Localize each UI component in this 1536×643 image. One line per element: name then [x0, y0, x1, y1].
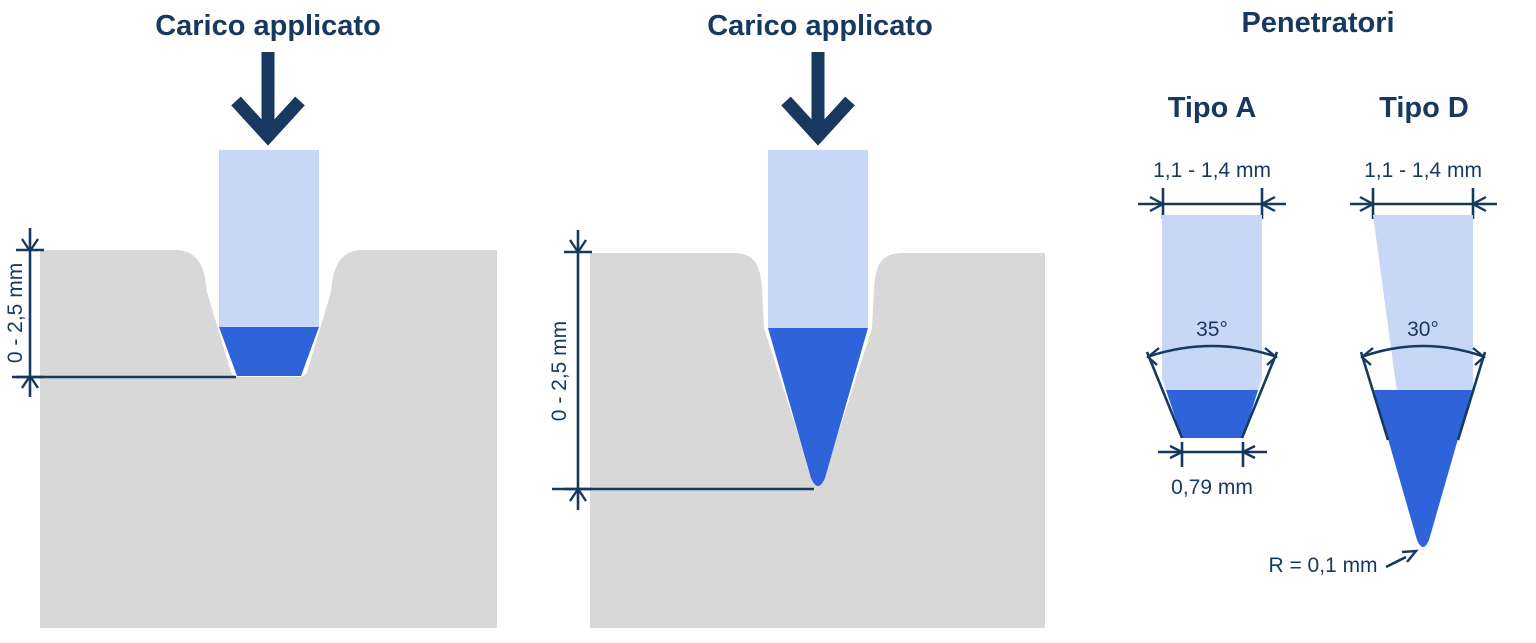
angle-extension-left	[1359, 351, 1390, 441]
tipo-d-tip	[1374, 390, 1472, 547]
left-indenter-shaft	[219, 150, 319, 327]
tipo-a-figure: Tipo A 1,1 - 1,4 mm 35°	[1138, 92, 1286, 499]
left-title: Carico applicato	[155, 10, 381, 42]
middle-diagram: Carico applicato 0 - 2,5 mm	[548, 10, 1045, 628]
left-diagram: Carico applicato 0 - 2,5 mm	[4, 10, 497, 628]
load-arrow-head	[231, 96, 305, 146]
middle-indenter-shaft	[768, 150, 868, 328]
arrowhead-right-icon	[1359, 195, 1376, 213]
tipo-a-tip-width-label: 0,79 mm	[1171, 476, 1253, 499]
angle-extension-right	[1240, 351, 1279, 439]
tipo-a-tip	[1166, 390, 1258, 438]
tipo-d-angle-dimension: 30°	[1359, 318, 1487, 441]
arrowhead-up-right-icon	[1401, 549, 1419, 563]
arrowhead-left-icon	[1470, 195, 1487, 213]
tipo-d-figure: Tipo D 1,1 - 1,4 mm 30°	[1268, 92, 1497, 577]
arrowhead-down-icon	[569, 239, 587, 255]
arrowhead-left-icon	[1360, 347, 1374, 366]
tipo-d-radius-callout: R = 0,1 mm	[1268, 549, 1419, 577]
arrowhead-right-icon	[1149, 195, 1166, 213]
left-depth-dimension: 0 - 2,5 mm	[4, 228, 236, 397]
tipo-d-angle-label: 30°	[1407, 318, 1439, 341]
tipo-a-angle-dimension: 35°	[1145, 318, 1279, 439]
load-arrow-head	[781, 96, 855, 146]
load-arrow-icon	[231, 52, 305, 146]
arrowhead-right-icon	[1169, 444, 1185, 460]
indenters-title: Penetratori	[1241, 7, 1394, 39]
arrowhead-left-icon	[1259, 195, 1276, 213]
indenters-panel: Penetratori Tipo A 1,1 - 1,4 mm	[1138, 7, 1497, 577]
tipo-a-tip-dimension: 0,79 mm	[1158, 442, 1267, 499]
angle-extension-left	[1145, 351, 1184, 439]
middle-depth-label: 0 - 2,5 mm	[548, 321, 571, 421]
tipo-a-body	[1162, 215, 1262, 438]
arrowhead-right-icon	[1264, 347, 1278, 366]
tipo-a-angle-label: 35°	[1196, 318, 1228, 341]
angle-extension-right	[1456, 351, 1487, 441]
load-arrow-icon	[781, 52, 855, 146]
arrowhead-down-icon	[21, 238, 39, 254]
arrowhead-left-icon	[1146, 347, 1160, 366]
middle-depth-dimension: 0 - 2,5 mm	[548, 230, 814, 510]
tipo-d-title: Tipo D	[1379, 92, 1469, 124]
middle-specimen-block	[590, 253, 1045, 628]
arrowhead-left-icon	[1240, 444, 1256, 460]
tipo-d-tip-radius-label: R = 0,1 mm	[1268, 554, 1377, 577]
left-indenter-tip	[219, 327, 319, 376]
angle-arc	[1149, 344, 1275, 358]
tipo-d-width-dimension	[1350, 188, 1497, 219]
left-specimen-block	[40, 250, 497, 628]
tipo-a-title: Tipo A	[1168, 92, 1257, 124]
radius-pointer-line	[1385, 555, 1407, 569]
middle-title: Carico applicato	[707, 10, 933, 42]
tipo-d-width-label: 1,1 - 1,4 mm	[1364, 159, 1482, 182]
tipo-a-width-dimension	[1138, 188, 1286, 219]
middle-indenter-tip	[768, 328, 868, 486]
tipo-a-width-label: 1,1 - 1,4 mm	[1153, 159, 1271, 182]
angle-arc	[1363, 344, 1483, 358]
left-depth-label: 0 - 2,5 mm	[4, 263, 27, 363]
arrowhead-right-icon	[1472, 347, 1486, 366]
